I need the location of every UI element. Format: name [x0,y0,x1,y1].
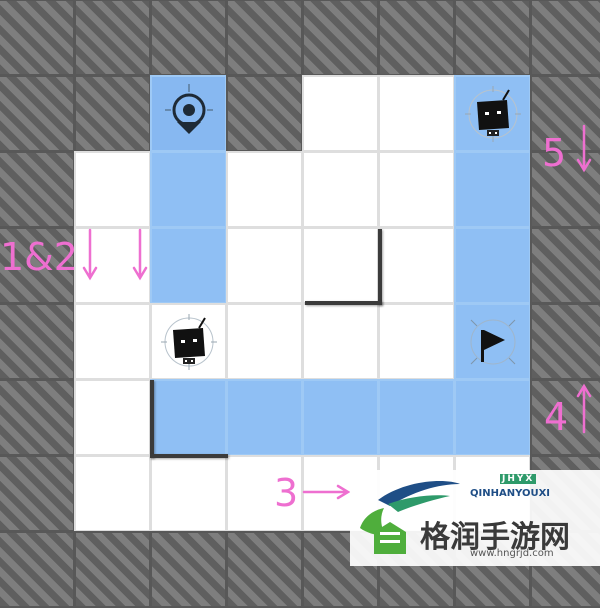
grid-cell-floor[interactable] [302,227,379,304]
robot-guard-icon[interactable] [151,304,227,380]
grid-cell-wall [226,0,303,76]
wall-segment-bottom-horizontal [150,454,228,458]
grid-cell-wall [150,531,227,608]
annotation-label-right-top: 5 [542,131,567,175]
wall-segment-inner-vertical [378,229,382,305]
grid-cell-path[interactable] [378,379,455,456]
grid-cell-floor[interactable] [226,227,303,304]
flag-icon[interactable] [455,304,531,380]
target-icon[interactable] [151,76,227,152]
watermark-logo [350,470,600,566]
grid-cell-wall [0,151,75,228]
annotation-label-left: 1&2 [0,235,78,279]
grid-cell-floor[interactable] [302,303,379,380]
grid-cell-wall [74,75,151,152]
grid-cell-floor[interactable] [74,379,151,456]
arrow-down-icon [132,228,148,281]
grid-cell-wall [226,75,303,152]
grid-cell-wall [74,0,151,76]
grid-cell-floor[interactable] [150,455,227,532]
arrow-down-icon [576,124,592,173]
watermark-brand: QINHANYOUXI [470,488,551,499]
grid-cell-floor[interactable] [378,303,455,380]
grid-cell-wall [226,531,303,608]
grid-cell-path[interactable] [150,227,227,304]
grid-cell-path[interactable] [454,151,531,228]
watermark-badge: JHYX [500,474,537,484]
grid-cell-floor[interactable] [74,303,151,380]
grid-cell-floor[interactable] [378,227,455,304]
arrow-up-icon [576,383,592,434]
grid-cell-wall [0,227,75,304]
grid-cell-path[interactable] [454,379,531,456]
grid-cell-wall [150,0,227,76]
arrow-right-icon [302,484,351,500]
wall-segment-inner-horizontal [305,301,382,305]
annotation-label-bottom: 3 [274,471,299,515]
grid-cell-wall [0,455,75,532]
grid-cell-floor[interactable] [74,151,151,228]
grid-cell-path[interactable] [302,379,379,456]
grid-cell-floor[interactable] [74,455,151,532]
grid-cell-wall [0,379,75,456]
grid-cell-path[interactable] [150,379,227,456]
grid-cell-wall [0,0,75,76]
watermark-site-name: 格润手游网 [420,520,570,555]
annotation-label-right-bottom: 4 [544,395,569,439]
grid-cell-wall [74,531,151,608]
grid-cell-wall [0,531,75,608]
grid-cell-floor[interactable] [378,75,455,152]
grid-cell-floor[interactable] [226,455,303,532]
grid-cell-floor[interactable] [226,303,303,380]
grid-cell-floor[interactable] [378,151,455,228]
grid-cell-path[interactable] [150,151,227,228]
grid-cell-wall [454,0,531,76]
grid-cell-floor[interactable] [302,75,379,152]
arrow-down-icon [82,228,98,281]
grid-cell-wall [530,75,600,152]
grid-cell-floor[interactable] [302,151,379,228]
robot-guard-icon[interactable] [455,76,531,152]
wall-segment-left-vertical [150,380,154,458]
watermark-url: www.hngrjd.com [470,548,554,559]
grid-cell-wall [530,0,600,76]
grid-cell-wall [0,303,75,380]
grid-cell-wall [0,75,75,152]
grid-cell-wall [378,0,455,76]
grid-cell-path[interactable] [226,379,303,456]
grid-cell-floor[interactable] [226,151,303,228]
grid-cell-wall [530,227,600,304]
grid-cell-path[interactable] [454,227,531,304]
grid-cell-wall [302,0,379,76]
grid-cell-wall [530,303,600,380]
